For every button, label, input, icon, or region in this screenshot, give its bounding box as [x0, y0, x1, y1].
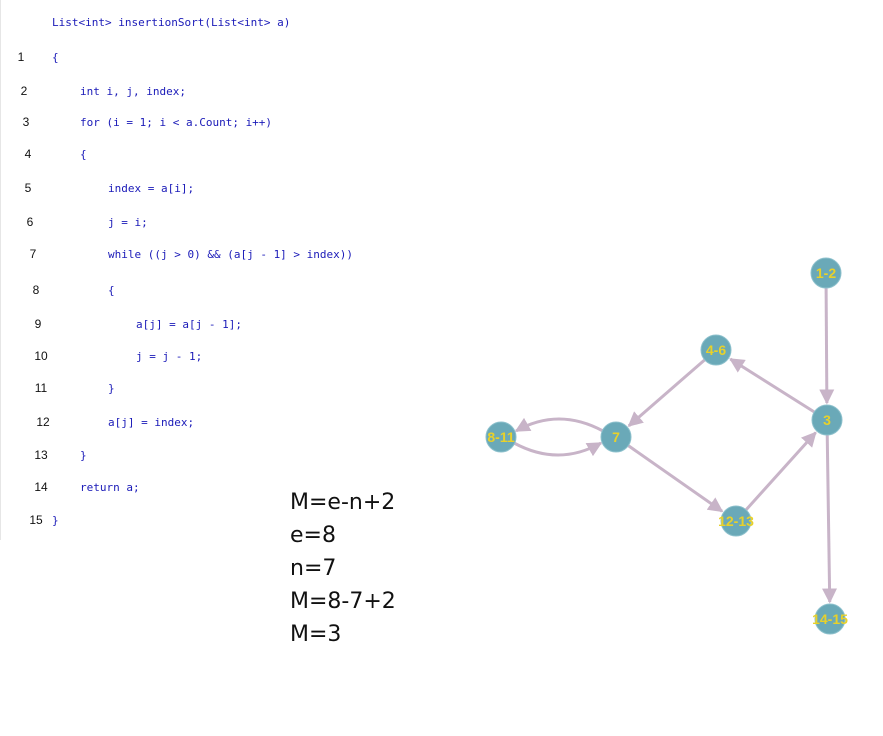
node-circle — [814, 603, 846, 635]
line-code: j = j - 1; — [136, 350, 203, 363]
line-number: 7 — [29, 247, 37, 261]
line-code: int i, j, index; — [80, 85, 186, 98]
code-line: 15} — [1, 513, 421, 529]
node-label: 7 — [612, 429, 620, 445]
formula-line: M=3 — [290, 622, 342, 647]
line-number: 6 — [26, 215, 34, 229]
line-number: 12 — [36, 415, 50, 429]
formula-line: M=e-n+2 — [290, 490, 396, 515]
line-number: 14 — [34, 480, 48, 494]
node-14-15: 14-15 — [812, 603, 848, 635]
line-number: 2 — [20, 84, 28, 98]
code-line: 2 int i, j, index; — [1, 84, 421, 100]
edge-n7-n1213 — [627, 444, 724, 513]
edge-n3-n1415 — [822, 434, 838, 604]
code-line: 3 for (i = 1; i < a.Count; i++) — [1, 115, 421, 131]
code-line: 13} — [1, 448, 421, 464]
line-code: { — [52, 51, 59, 64]
formula-line: M=8-7+2 — [290, 589, 396, 614]
node-label: 14-15 — [812, 611, 848, 627]
line-code: } — [80, 449, 87, 462]
code-line: 8{ — [1, 283, 421, 299]
node-7: 7 — [600, 421, 632, 453]
code-line: 1{ — [1, 50, 421, 66]
edge-n1213-n3 — [744, 431, 817, 511]
line-code: while ((j > 0) && (a[j - 1] > index)) — [108, 248, 354, 261]
code-line: 12 a[j] = index; — [1, 415, 421, 431]
line-code: return a; — [80, 481, 140, 494]
cyclomatic-formula: M=e-n+2 e=8 n=7 M=8-7+2 M=3 — [290, 486, 396, 651]
graph-nodes: 1-2 3 4-6 7 8-11 12-13 14-15 — [485, 257, 848, 635]
code-line: 4{ — [1, 147, 421, 163]
node-label: 4-6 — [706, 342, 726, 358]
line-code: } — [108, 382, 115, 395]
line-number: 8 — [32, 283, 40, 297]
code-line: 10 j = j - 1; — [1, 349, 421, 365]
node-label: 8-11 — [487, 429, 514, 445]
line-code: for (i = 1; i < a.Count; i++) — [80, 116, 273, 129]
line-number: 15 — [29, 513, 43, 527]
edge-n3-n46 — [729, 357, 816, 414]
node-1-2: 1-2 — [810, 257, 842, 289]
line-code: { — [108, 284, 115, 297]
line-number: 11 — [34, 381, 48, 395]
line-code: { — [80, 148, 87, 161]
code-line: 9 a[j] = a[j - 1]; — [1, 317, 421, 333]
line-code: a[j] = a[j - 1]; — [136, 318, 242, 331]
formula-line: n=7 — [290, 556, 337, 581]
node-3: 3 — [811, 404, 843, 436]
node-circle — [485, 421, 517, 453]
node-circle — [810, 257, 842, 289]
node-8-11: 8-11 — [485, 421, 517, 453]
line-number: 4 — [24, 147, 32, 161]
edge-n12-n3 — [819, 287, 835, 405]
line-number: 13 — [34, 448, 48, 462]
code-panel: List<int> insertionSort(List<int> a) 1{2… — [0, 0, 421, 540]
graph-edges — [513, 287, 838, 604]
node-circle — [720, 505, 752, 537]
line-number: 3 — [22, 115, 30, 129]
code-line: 11} — [1, 381, 421, 397]
node-label: 3 — [823, 412, 831, 428]
formula-line: e=8 — [290, 523, 336, 548]
node-12-13: 12-13 — [718, 505, 754, 537]
line-code: index = a[i]; — [108, 182, 195, 195]
node-4-6: 4-6 — [700, 334, 732, 366]
code-line: 7 while ((j > 0) && (a[j - 1] > index)) — [1, 247, 421, 263]
edge-n46-n7 — [627, 358, 706, 427]
code-line: 6 j = i; — [1, 215, 421, 231]
line-code: a[j] = index; — [108, 416, 195, 429]
edge-n811-n7 — [513, 441, 603, 457]
node-label: 12-13 — [718, 513, 754, 529]
node-circle — [811, 404, 843, 436]
line-code: j = i; — [108, 216, 148, 229]
node-circle — [600, 421, 632, 453]
code-line: 5 index = a[i]; — [1, 181, 421, 197]
edge-n7-n811 — [514, 417, 604, 433]
function-signature: List<int> insertionSort(List<int> a) — [52, 16, 291, 29]
node-circle — [700, 334, 732, 366]
line-number: 5 — [24, 181, 32, 195]
line-number: 1 — [17, 50, 25, 64]
line-code: } — [52, 514, 59, 527]
code-line: 14 return a; — [1, 480, 421, 496]
line-number: 9 — [34, 317, 42, 331]
node-label: 1-2 — [816, 265, 836, 281]
line-number: 10 — [34, 349, 48, 363]
